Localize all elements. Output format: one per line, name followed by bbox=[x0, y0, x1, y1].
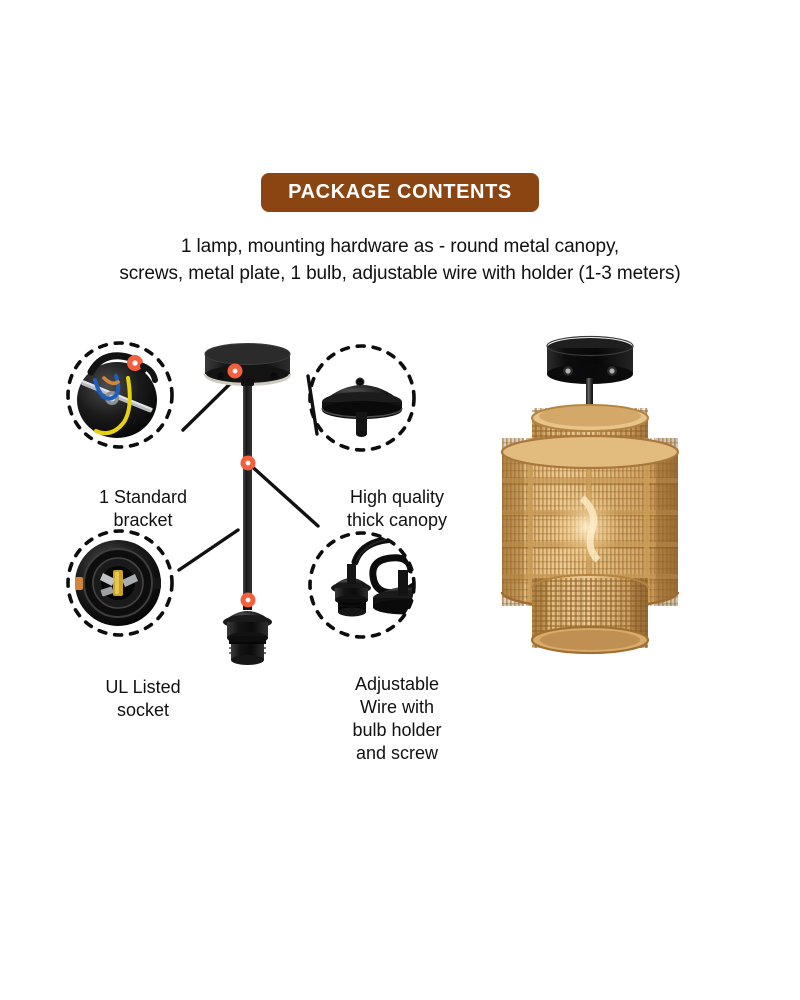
marker-dots bbox=[227, 363, 256, 608]
callout-wire bbox=[308, 531, 416, 639]
bulb-holder-part bbox=[223, 596, 272, 665]
shade-middle-tier bbox=[500, 434, 680, 610]
wire-label-line4: and screw bbox=[355, 743, 439, 764]
wire-label-line2: Wire with bbox=[359, 697, 434, 718]
callout-label-socket: UL Listed socket bbox=[43, 676, 243, 722]
callout-label-wire: Adjustable Wire with bulb holder and scr… bbox=[297, 673, 497, 765]
callout-ring-wire bbox=[308, 531, 416, 639]
description-line-1: 1 lamp, mounting hardware as - round met… bbox=[180, 236, 620, 257]
central-lamp-assembly bbox=[203, 343, 292, 665]
callout-ring-canopy bbox=[308, 344, 416, 452]
package-contents-description: 1 lamp, mounting hardware as - round met… bbox=[40, 234, 760, 288]
socket-label-line2: socket bbox=[116, 700, 170, 721]
wire-label-line3: bulb holder bbox=[352, 720, 442, 741]
photo-ceiling-canopy bbox=[546, 335, 634, 384]
callout-label-bracket: 1 Standard bracket bbox=[43, 486, 243, 532]
shade-bottom-tier bbox=[530, 574, 650, 655]
leader-lines bbox=[177, 374, 320, 572]
callout-ring-bracket bbox=[66, 341, 174, 449]
bracket-label-line1: 1 Standard bbox=[98, 487, 188, 507]
description-line-2: screws, metal plate, 1 bulb, adjustable … bbox=[119, 262, 681, 284]
bracket-label-line2: bracket bbox=[113, 510, 173, 531]
banner-container: PACKAGE CONTENTS bbox=[0, 173, 800, 212]
lamp-parts-diagram bbox=[66, 341, 416, 665]
callout-socket bbox=[66, 529, 174, 637]
callout-label-canopy: High quality thick canopy bbox=[297, 486, 497, 532]
callout-ring-socket bbox=[66, 529, 174, 637]
canopy-label-line1: High quality bbox=[349, 487, 445, 507]
callout-canopy bbox=[308, 344, 416, 452]
canopy-label-line2: thick canopy bbox=[346, 510, 448, 531]
wire-label-line1: Adjustable bbox=[354, 674, 440, 694]
callout-bracket bbox=[66, 341, 174, 449]
rattan-pendant-lamp-photo bbox=[500, 335, 680, 655]
socket-label-line1: UL Listed bbox=[105, 677, 181, 697]
page-title-badge: PACKAGE CONTENTS bbox=[261, 173, 539, 212]
